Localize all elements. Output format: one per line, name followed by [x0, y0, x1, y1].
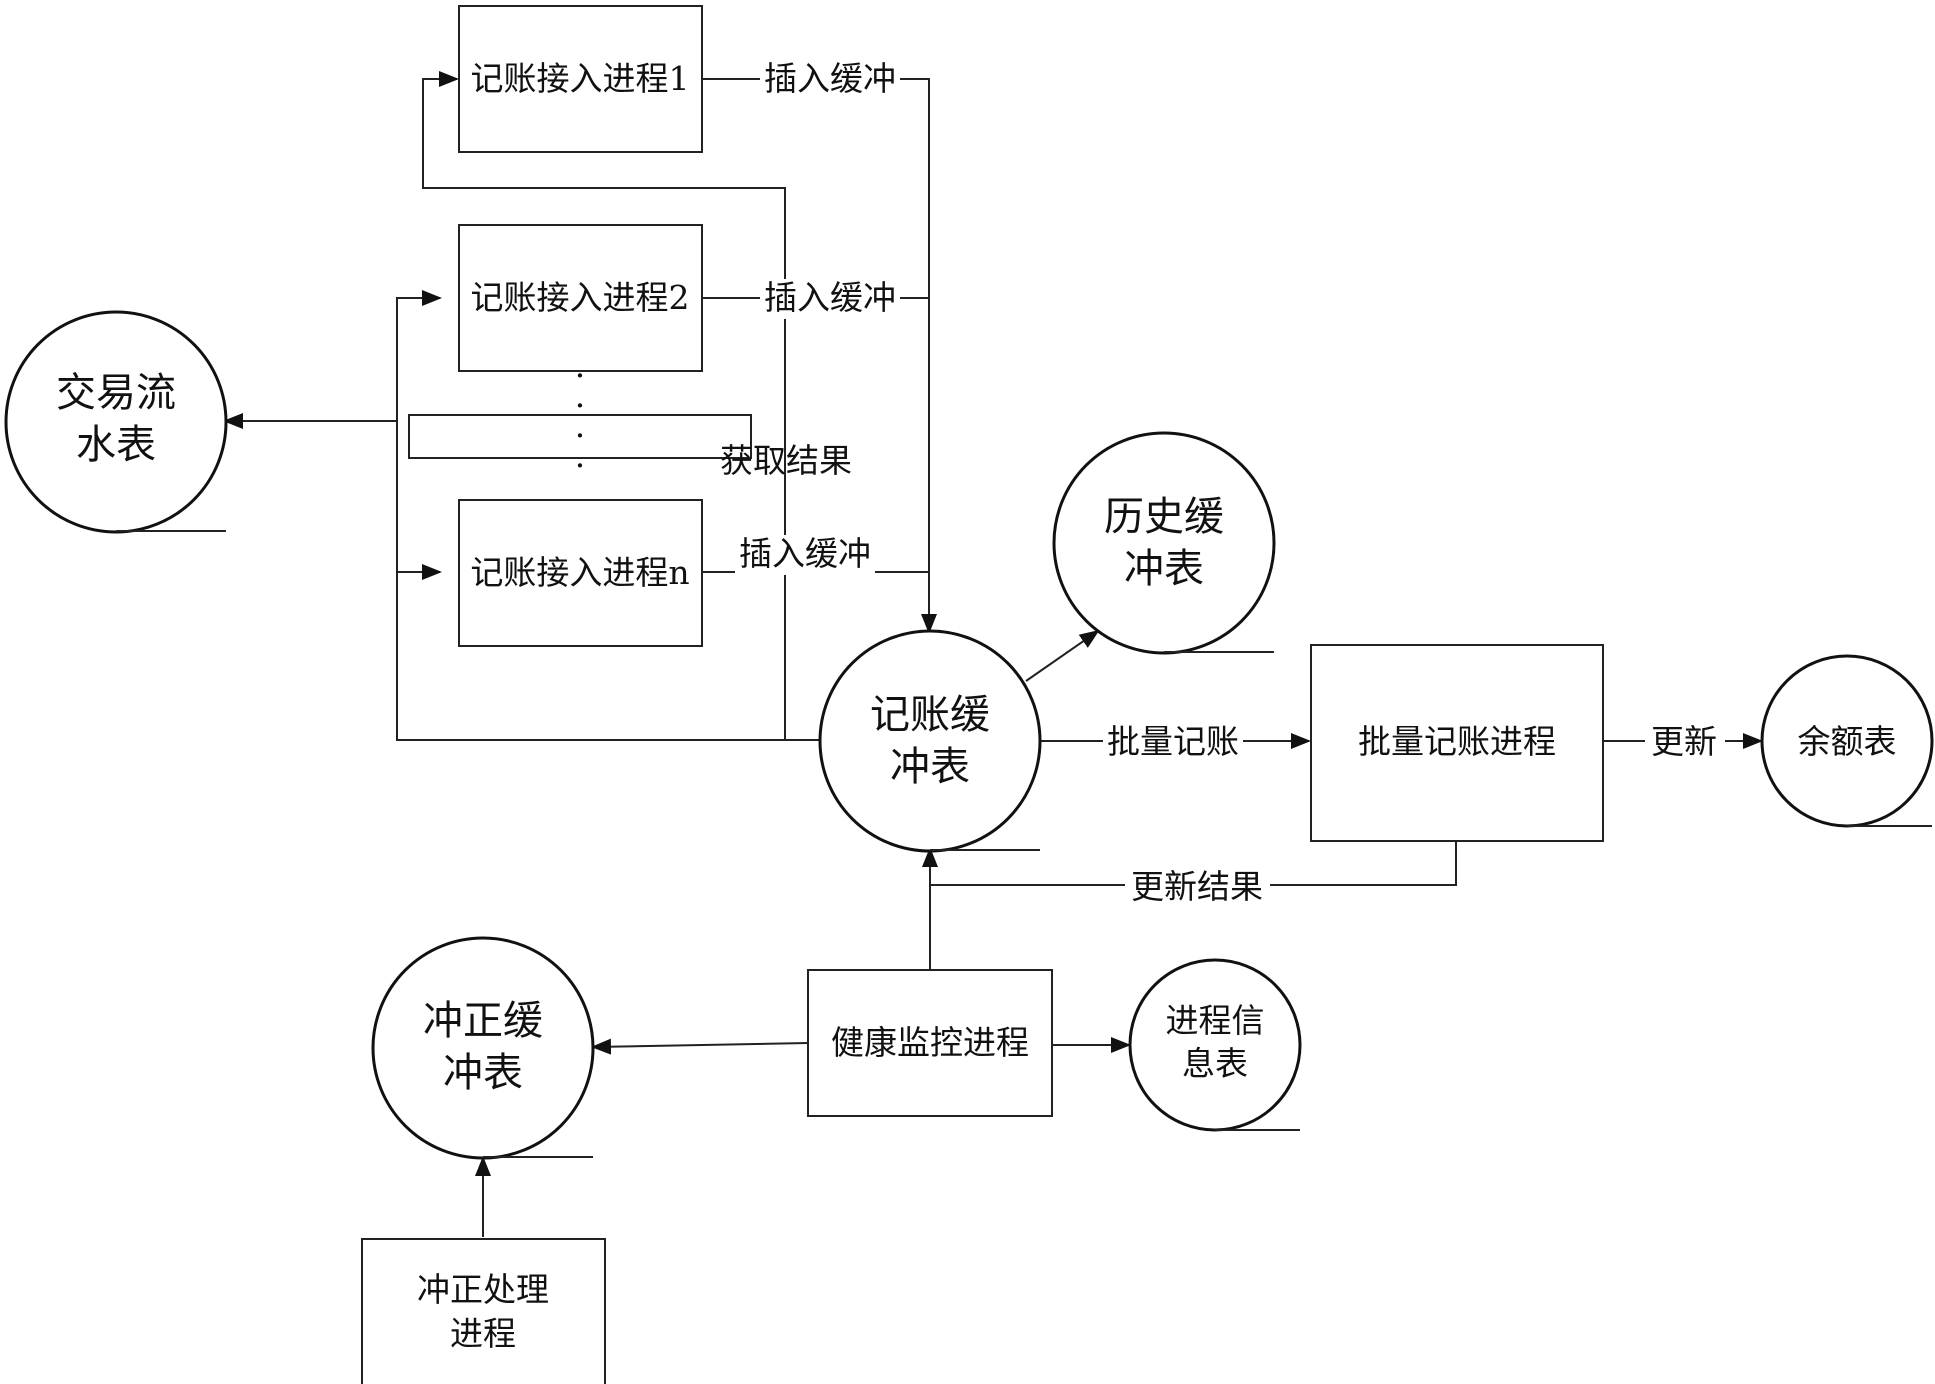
- ellipsis-dot-2: ·: [575, 386, 586, 425]
- balance-table: [1760, 654, 1934, 828]
- to-history-buffer-line: [1025, 629, 1100, 682]
- history-buffer-label-2: 冲表: [1124, 546, 1204, 592]
- reversal-buffer-label-2: 冲表: [443, 1050, 523, 1096]
- access-process-n-label: 记账接入进程n: [470, 553, 689, 592]
- health-monitor-box: [807, 969, 1053, 1117]
- txn-flow-table: [4, 310, 228, 534]
- access-process-1-label: 记账接入进程1: [471, 59, 690, 98]
- reversal-process-label-1: 冲正处理: [417, 1270, 549, 1309]
- balance-table-label: 余额表: [1798, 722, 1897, 761]
- update-result-label: 更新结果: [1131, 867, 1263, 906]
- batch-process-box: [1310, 644, 1604, 842]
- ellipsis-dot-3: ·: [575, 416, 586, 455]
- insert-buffer-n-label: 插入缓冲: [739, 534, 871, 573]
- accounting-buffer-label-1: 记账缓: [870, 692, 990, 738]
- fetch-result-loop-line: [396, 290, 822, 741]
- reversal-buffer-table: [371, 936, 595, 1160]
- update-label: 更新: [1651, 722, 1717, 761]
- overlay-bar: [408, 414, 752, 459]
- txn-flow-table-label-1: 交易流: [56, 370, 176, 416]
- access-process-1-box: [458, 5, 703, 153]
- accounting-buffer-label-2: 冲表: [890, 744, 970, 790]
- accounting-buffer-table: [818, 629, 1042, 853]
- history-buffer-table: [1052, 431, 1276, 655]
- access-process-2-label: 记账接入进程2: [471, 278, 690, 317]
- access-process-n-box: [458, 499, 703, 647]
- batch-process-label: 批量记账进程: [1358, 722, 1556, 761]
- batch-post-label: 批量记账: [1107, 722, 1239, 761]
- reversal-buffer-label-1: 冲正缓: [423, 998, 543, 1044]
- insert-buffer-1-label: 插入缓冲: [764, 59, 896, 98]
- reversal-process-label-2: 进程: [450, 1314, 516, 1353]
- access-process-2-box: [458, 224, 703, 372]
- txn-flow-table-label-2: 水表: [76, 422, 156, 468]
- insert-buffer-2-label: 插入缓冲: [764, 278, 896, 317]
- ellipsis-dot-4: ·: [575, 446, 586, 485]
- fetch-result-label: 获取结果: [720, 441, 852, 480]
- process-info-label-1: 进程信: [1166, 1001, 1265, 1040]
- reversal-process-box: [361, 1238, 606, 1384]
- health-monitor-label: 健康监控进程: [831, 1023, 1029, 1062]
- ellipsis-dot-1: ·: [575, 356, 586, 395]
- history-buffer-label-1: 历史缓: [1104, 494, 1224, 540]
- process-info-label-2: 息表: [1182, 1044, 1248, 1083]
- fetch-result-to-proc-1-line: [422, 71, 786, 740]
- health-to-reversal-line: [591, 1038, 809, 1055]
- process-info-table: [1128, 958, 1302, 1132]
